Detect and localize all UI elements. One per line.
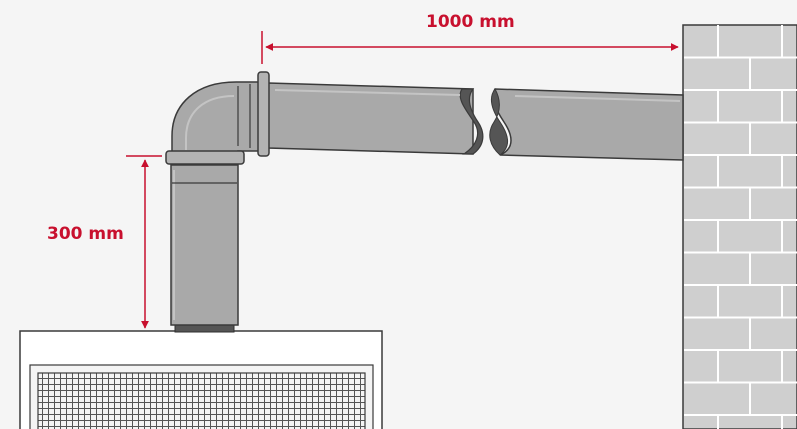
boiler [19,330,383,429]
right-pipe-highlight [514,95,681,102]
wall-mortar [684,25,797,429]
elbow-lower-collar [165,150,245,165]
left-pipe-cut-end [459,88,484,155]
horizontal-dimension [261,31,679,64]
wall-body [682,24,797,429]
left-pipe-highlight [274,89,461,96]
pipe-joint-clip [257,71,270,157]
horizontal-pipe-right [489,88,684,161]
elbow-highlight [185,95,235,150]
right-pipe-cut-end [489,88,508,156]
boiler-grille [37,372,366,429]
flue-elbow [165,81,263,165]
horizontal-dimension-label: 1000 mm [426,12,515,32]
vertical-pipe-body [170,164,239,326]
brick-wall [682,24,797,429]
vertical-dimension [126,155,162,329]
vertical-dimension-label: 300 mm [47,224,124,244]
vertical-flue-pipe [170,164,239,326]
horizontal-pipe-left [267,82,484,155]
elbow-socket-lines [237,84,251,148]
